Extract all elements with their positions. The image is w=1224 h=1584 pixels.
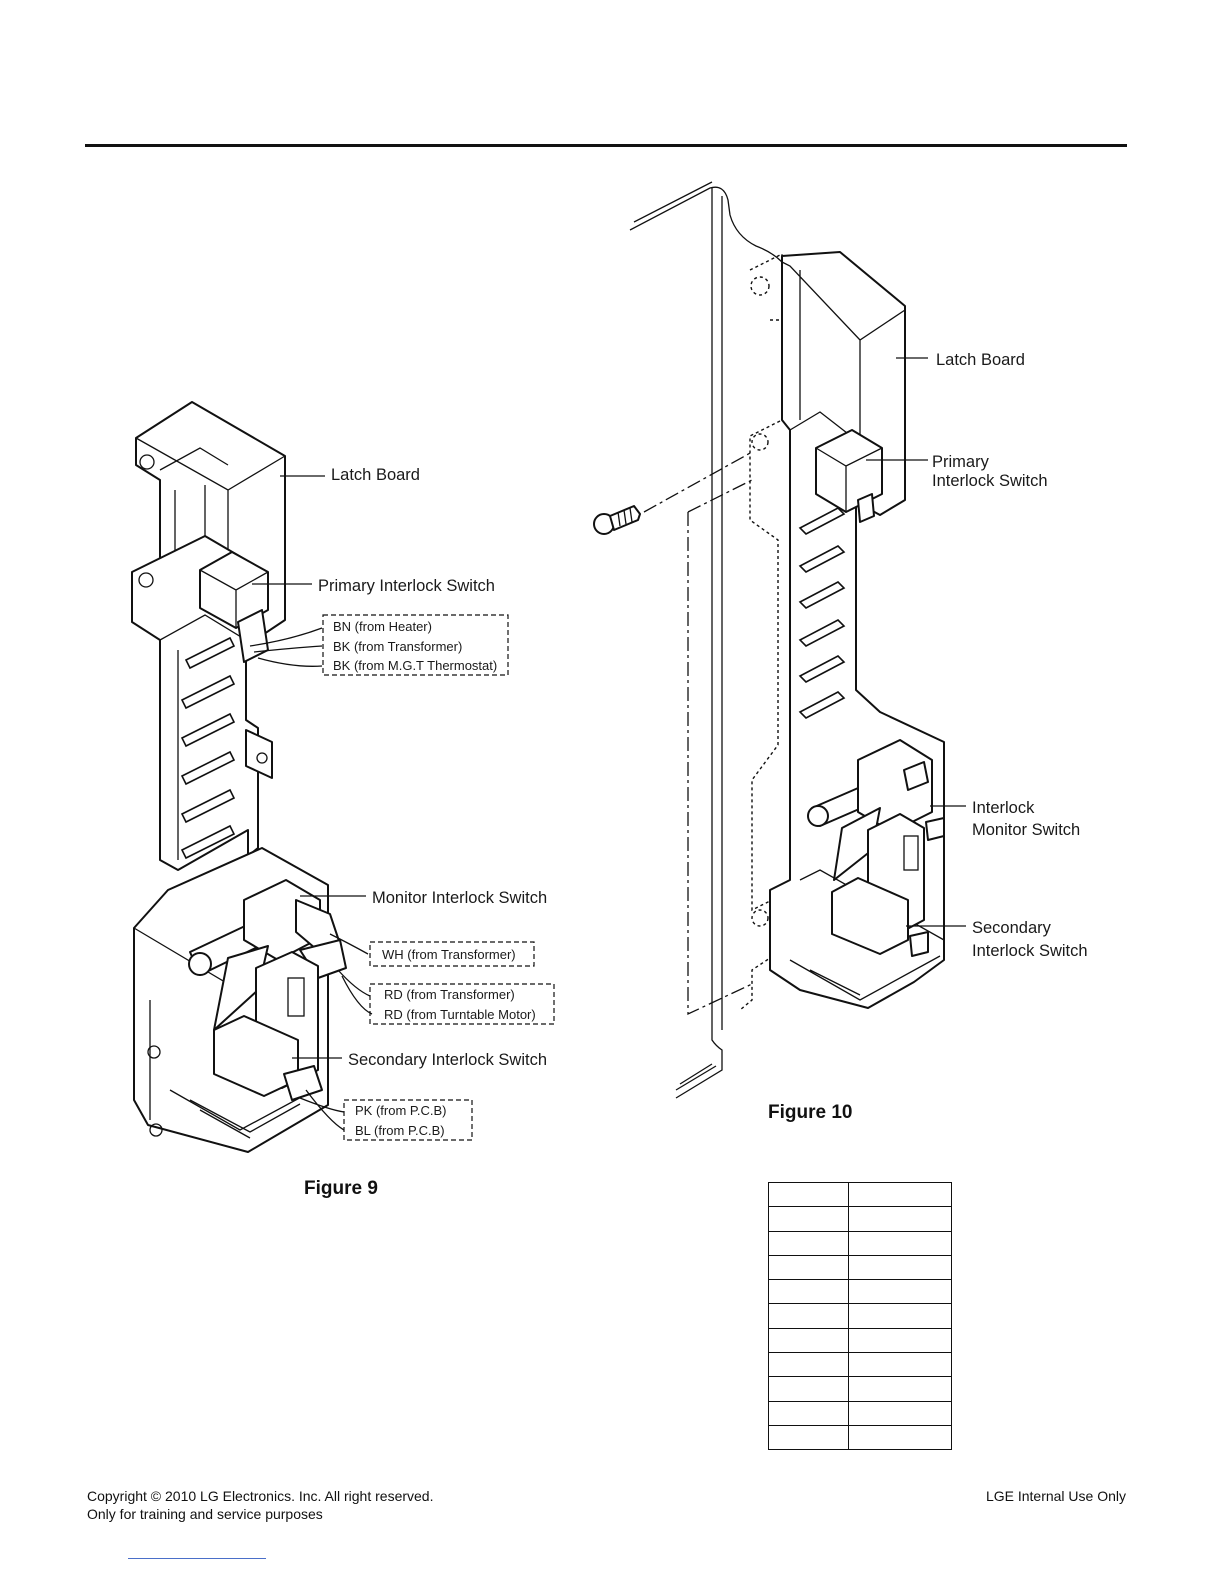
fig10-board-slots: [798, 507, 846, 719]
table-row: [768, 1400, 952, 1426]
table-cell: [768, 1376, 849, 1402]
table-row: [768, 1206, 952, 1232]
table-cell: [848, 1376, 952, 1402]
fig10-monitor-label-2: Monitor Switch: [972, 821, 1080, 839]
figure-9-illustration: [131, 401, 373, 1153]
wire-rd-transformer: RD (from Transformer): [384, 987, 515, 1002]
board-slots: [180, 636, 236, 860]
table-cell: [848, 1327, 952, 1354]
table-cell: [768, 1303, 849, 1329]
table-cell: [768, 1181, 849, 1208]
purpose-text: Only for training and service purposes: [87, 1506, 323, 1522]
reference-table: [768, 1181, 952, 1451]
fig10-primary-label-2: Interlock Switch: [932, 472, 1048, 490]
fig10-latch-board-label: Latch Board: [936, 351, 1025, 369]
fig9-latch-board-label: Latch Board: [331, 466, 420, 484]
primary-wire-box: [322, 614, 509, 676]
wire-bk-transformer: BK (from Transformer): [333, 639, 462, 654]
wire-bn-heater: BN (from Heater): [333, 619, 432, 634]
figure-10-illustration: [593, 181, 945, 1099]
table-cell: [848, 1206, 952, 1232]
fig10-secondary-label-1: Secondary: [972, 919, 1052, 937]
monitor-wh-box: [369, 941, 535, 967]
footer-left: Copyright © 2010 LG Electronics. Inc. Al…: [87, 1487, 433, 1523]
table-cell: [848, 1279, 952, 1305]
table-cell: [848, 1352, 952, 1378]
table-cell: [768, 1206, 849, 1232]
wire-bl-pcb: BL (from P.C.B): [355, 1123, 445, 1138]
wire-rd-turntable: RD (from Turntable Motor): [384, 1007, 536, 1022]
table-row: [768, 1254, 952, 1281]
figure-9-leaders: [252, 475, 366, 1059]
table-row: [768, 1303, 952, 1329]
table-cell: [768, 1254, 849, 1281]
hidden-latch-board: [739, 252, 783, 1011]
table-cell: [848, 1303, 952, 1329]
table-row: [768, 1279, 952, 1305]
table-row: [768, 1352, 952, 1378]
fig10-primary-label-1: Primary: [932, 453, 990, 471]
fig9-primary-label: Primary Interlock Switch: [318, 577, 495, 595]
table-cell: [768, 1327, 849, 1354]
table-row: [768, 1376, 952, 1402]
fig10-monitor-label-1: Interlock: [972, 799, 1035, 817]
fig9-secondary-label: Secondary Interlock Switch: [348, 1051, 547, 1069]
table-cell: [768, 1230, 849, 1256]
table-cell: [768, 1352, 849, 1378]
secondary-wire-box: [343, 1099, 473, 1141]
table-row: [768, 1181, 952, 1208]
top-rule: [85, 144, 1127, 147]
fig10-secondary-switch: [831, 877, 909, 955]
internal-use-text: LGE Internal Use Only: [985, 1488, 1126, 1504]
wire-bk-thermostat: BK (from M.G.T Thermostat): [333, 658, 497, 673]
fig9-monitor-label: Monitor Interlock Switch: [372, 889, 547, 907]
table-cell: [768, 1424, 849, 1451]
figure-9-caption: Figure 9: [304, 1178, 378, 1199]
table-cell: [848, 1400, 952, 1426]
table-row: [768, 1424, 952, 1451]
screw-icon: [593, 505, 641, 535]
copyright-text: Copyright © 2010 LG Electronics. Inc. Al…: [87, 1488, 434, 1504]
table-cell: [848, 1181, 952, 1208]
monitor-rd-box: [369, 983, 555, 1025]
table-cell: [848, 1230, 952, 1256]
figure-10-leaders: [866, 357, 966, 927]
table-cell: [848, 1254, 952, 1281]
fig10-secondary-label-2: Interlock Switch: [972, 942, 1088, 960]
fig10-primary-switch: [815, 429, 883, 513]
table-cell: [768, 1279, 849, 1305]
primary-switch-shape: [199, 551, 269, 629]
table-cell: [848, 1424, 952, 1451]
wire-pk-pcb: PK (from P.C.B): [355, 1103, 447, 1118]
bottom-link-underline: [128, 1558, 266, 1559]
table-cell: [768, 1400, 849, 1426]
table-row: [768, 1230, 952, 1256]
table-row: [768, 1327, 952, 1354]
wire-wh-transformer: WH (from Transformer): [382, 947, 516, 962]
figure-10-caption: Figure 10: [768, 1102, 852, 1123]
